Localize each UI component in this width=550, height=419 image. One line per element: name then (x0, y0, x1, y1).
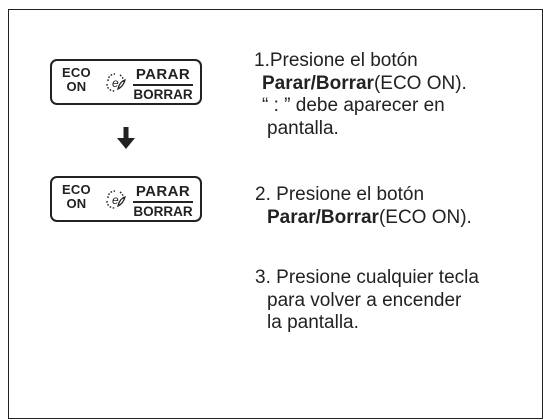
label-divider (133, 84, 193, 86)
label-divider (133, 201, 193, 203)
eco-leaf-icon: e (106, 73, 126, 92)
svg-text:e: e (112, 193, 119, 207)
parar-borrar-key-illustration: ECO ON e PARAR BORRAR (50, 59, 202, 105)
step-2-text: 2. Presione el botón Parar/Borrar(ECO ON… (255, 184, 472, 229)
eco-on-label: ECO ON (62, 65, 91, 94)
step-1-line-3: “ : ” debe aparecer en (262, 95, 445, 116)
step-2-line-2: Parar/Borrar(ECO ON). (267, 206, 472, 228)
step-1-text: 1.Presione el botón Parar/Borrar(ECO ON)… (254, 50, 467, 140)
step-3-line-1: 3. Presione cualquier tecla (255, 267, 479, 288)
parar-borrar-label: PARAR BORRAR (133, 66, 193, 102)
eco-leaf-icon: e (106, 190, 126, 209)
down-arrow-icon (117, 127, 135, 149)
step-1-line-4: pantalla. (267, 117, 339, 139)
step-2-line-1: 2. Presione el botón (255, 184, 425, 205)
step-3-text: 3. Presione cualquier tecla para volver … (255, 267, 479, 335)
step-1-line-2: Parar/Borrar(ECO ON). (262, 72, 467, 94)
step-1-line-1: 1.Presione el botón (254, 50, 418, 71)
step-3-line-2: para volver a encender (267, 289, 462, 311)
parar-borrar-label: PARAR BORRAR (133, 183, 193, 219)
instruction-panel: ECO ON e PARAR BORRAR ECO ON e (8, 9, 543, 419)
eco-on-label: ECO ON (62, 182, 91, 211)
svg-text:e: e (112, 76, 119, 90)
step-3-line-3: la pantalla. (267, 312, 359, 333)
parar-borrar-key-illustration: ECO ON e PARAR BORRAR (50, 176, 202, 222)
